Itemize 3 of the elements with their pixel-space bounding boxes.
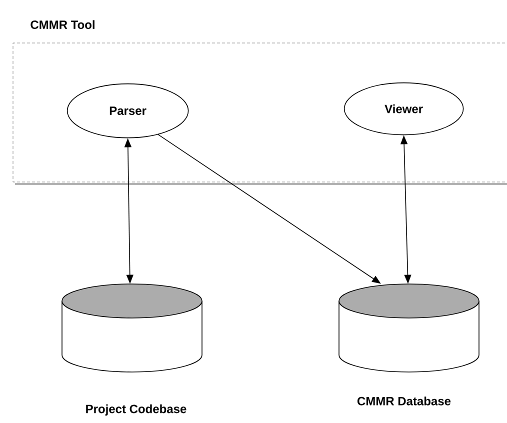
group-title: CMMR Tool [30, 20, 94, 29]
database-label: Project Codebase [86, 404, 186, 416]
database-label: CMMR Database [357, 396, 451, 406]
